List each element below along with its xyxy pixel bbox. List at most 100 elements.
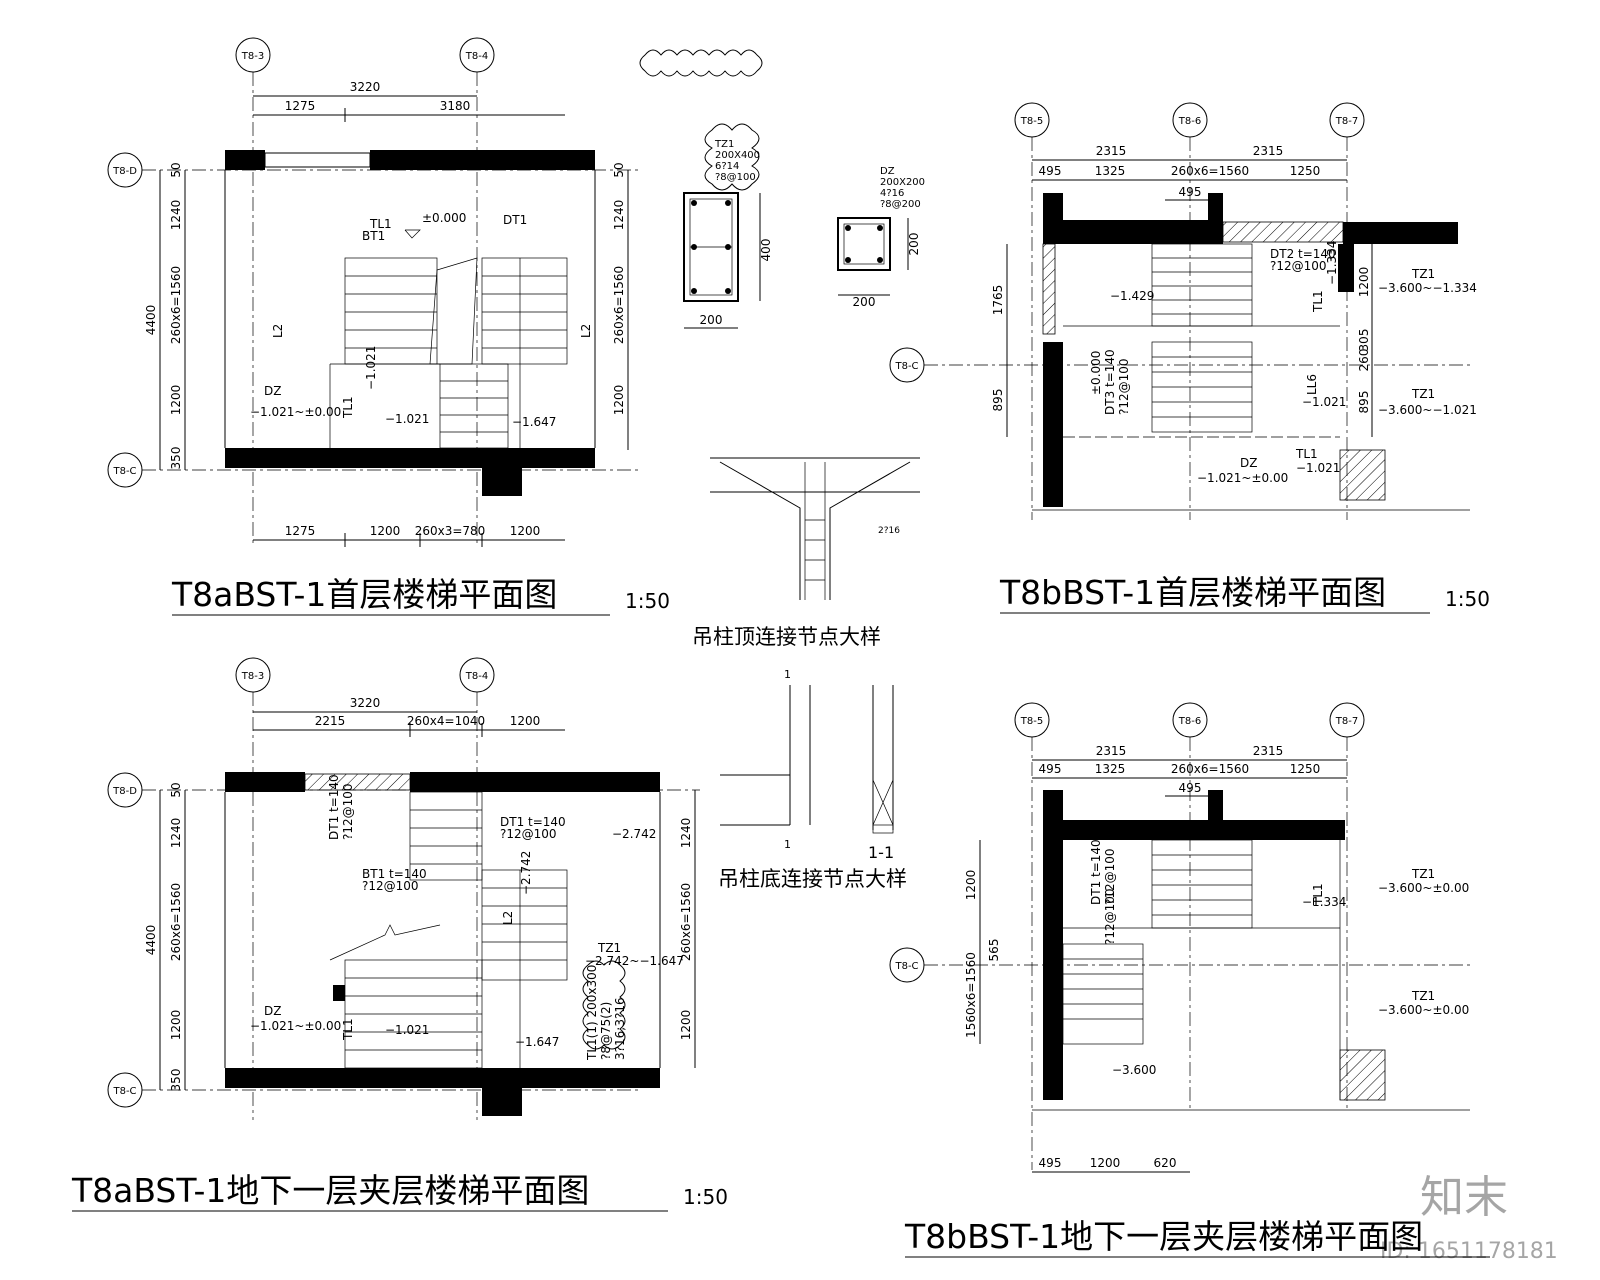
- dim-label: 260x6=1560: [1171, 164, 1249, 178]
- dim-label: 495: [1039, 1156, 1062, 1170]
- dim-label: 350: [169, 1069, 183, 1092]
- dim-label: 1200: [1357, 267, 1371, 298]
- elevation-mark: −1.021: [1296, 461, 1340, 475]
- detail-caption: 吊柱底连接节点大样: [718, 867, 907, 891]
- stair-flight-a2-right: [481, 869, 568, 1068]
- section-id: 1: [784, 668, 791, 681]
- axis-label: T8-D: [112, 166, 137, 177]
- column-detail-dz: DZ 200X200 4?16 ?8@200 200 200: [837, 166, 925, 309]
- column-spec: 6?14: [715, 161, 739, 172]
- dim-label: 1240: [612, 200, 626, 231]
- axis-label: T8-7: [1335, 716, 1358, 727]
- dim-label: 1765: [991, 285, 1005, 316]
- dim-label: 1250: [1290, 164, 1321, 178]
- annotation: BT1 t=140: [362, 867, 427, 881]
- scale-label: 1:50: [683, 1185, 728, 1209]
- dim-label: 895: [1357, 391, 1371, 414]
- elevation-mark: −1.021: [385, 412, 429, 426]
- dim-label: 1200: [964, 870, 978, 901]
- axis-label: T8-5: [1020, 116, 1043, 127]
- annotation: DZ: [264, 384, 281, 398]
- dim-label: 495: [1179, 185, 1202, 199]
- annotation: DT1 t=140: [327, 774, 341, 840]
- stair-flight-b1-upper: [1151, 243, 1253, 327]
- elevation-mark: −1.334: [1325, 241, 1339, 285]
- elevation-mark: ±0.000: [422, 211, 466, 225]
- annotation: DZ: [264, 1004, 281, 1018]
- stair-flight-b2-upper: [1151, 839, 1253, 929]
- elevation-mark: −1.334: [1302, 895, 1346, 909]
- dim-label: 3180: [440, 99, 471, 113]
- annotation: TL1: [1311, 883, 1325, 906]
- elevation-mark: −1.647: [515, 1035, 559, 1049]
- dim-label: 4400: [144, 925, 158, 956]
- dim-label: 2215: [315, 714, 346, 728]
- annotation: ?8@75(2): [599, 1002, 613, 1060]
- dim-label: 50: [169, 782, 183, 797]
- stair-flight-b2-lower: [1062, 943, 1144, 1045]
- dim-label: 50: [612, 162, 626, 177]
- dim-label: 1250: [1290, 762, 1321, 776]
- dim-label: 1240: [169, 200, 183, 231]
- elevation-mark: ±0.000: [1089, 351, 1103, 395]
- panel-b1: T8-5 T8-6 T8-7 T8-C 2315 2315 495 1325 2…: [889, 102, 1490, 614]
- annotation: TL1: [369, 217, 392, 231]
- column-spec: 200X200: [880, 177, 925, 188]
- panel-a2: T8-3 T8-4 T8-D T8-C 3220 2215 260x4=1040…: [71, 657, 728, 1212]
- dim-label: 1200: [612, 385, 626, 416]
- dim-label: 3220: [350, 80, 381, 94]
- axis-label: T8-C: [894, 361, 918, 372]
- column-spec: ?8@200: [880, 199, 921, 210]
- axis-label: T8-6: [1178, 716, 1201, 727]
- watermark: 知末 ID: 1651178181: [1380, 1172, 1558, 1264]
- annotation: TL1(1) 200x300: [585, 965, 599, 1061]
- axis-label: T8-4: [465, 51, 488, 62]
- dim-label: 2315: [1253, 144, 1284, 158]
- dim-label: 200: [853, 295, 876, 309]
- axis-label: T8-C: [112, 1086, 136, 1097]
- elevation-mark: −1.021~±0.00: [250, 1019, 341, 1033]
- annotation: TL1: [341, 396, 355, 419]
- dim-label: 2315: [1096, 744, 1127, 758]
- annotation: 3?16;3?16: [613, 997, 627, 1060]
- column-spec: TZ1: [714, 139, 734, 150]
- annotation: DT1 t=140: [500, 815, 566, 829]
- elevation-mark: −2.742: [612, 827, 656, 841]
- dim-label: 1325: [1095, 164, 1126, 178]
- annotation: TL1: [1295, 447, 1318, 461]
- annotation: DT1 t=140: [1089, 839, 1103, 905]
- dim-label: 1240: [169, 818, 183, 849]
- elevation-mark: −3.600~±0.00: [1378, 881, 1469, 895]
- section-id: 1: [784, 838, 791, 851]
- dim-label: 50: [169, 162, 183, 177]
- annotation: TZ1: [1411, 267, 1435, 281]
- revision-cloud: [639, 49, 763, 77]
- annotation: TZ1: [1411, 989, 1435, 1003]
- annotation: TZ1: [597, 941, 621, 955]
- dim-label: 1560x6=1560: [964, 952, 978, 1038]
- axis-label: T8-C: [894, 961, 918, 972]
- dim-label: 350: [169, 447, 183, 470]
- node-detail-bottom: 1 1 1-1 吊柱底连接节点大样: [718, 668, 907, 891]
- panel-a1: T8-3 T8-4 T8-D T8-C 3220 1275 3180: [107, 37, 670, 616]
- annotation: ?12@100: [1117, 358, 1131, 415]
- dim-label: 495: [1039, 164, 1062, 178]
- axis-label: T8-4: [465, 671, 488, 682]
- dim-label: 1200: [169, 1010, 183, 1041]
- column-spec: 4?16: [880, 188, 904, 199]
- elevation-mark: −2.742~−1.647: [585, 954, 684, 968]
- elevation-mark: −1.021: [385, 1023, 429, 1037]
- annotation: DT3 t=140: [1103, 349, 1117, 415]
- axis-label: T8-3: [241, 671, 264, 682]
- column-detail-tz1: TZ1 200X400 6?14 ?8@100 400 200: [683, 123, 773, 329]
- annotation: L2: [501, 911, 515, 925]
- dim-label: 1240: [679, 818, 693, 849]
- dim-label: 200: [907, 233, 921, 256]
- annotation: LL6: [1305, 374, 1319, 395]
- scale-label: 1:50: [625, 589, 670, 613]
- dim-label: 1275: [285, 524, 316, 538]
- dim-label: 1200: [510, 714, 541, 728]
- annotation: DT1: [503, 213, 527, 227]
- axis-label: T8-6: [1178, 116, 1201, 127]
